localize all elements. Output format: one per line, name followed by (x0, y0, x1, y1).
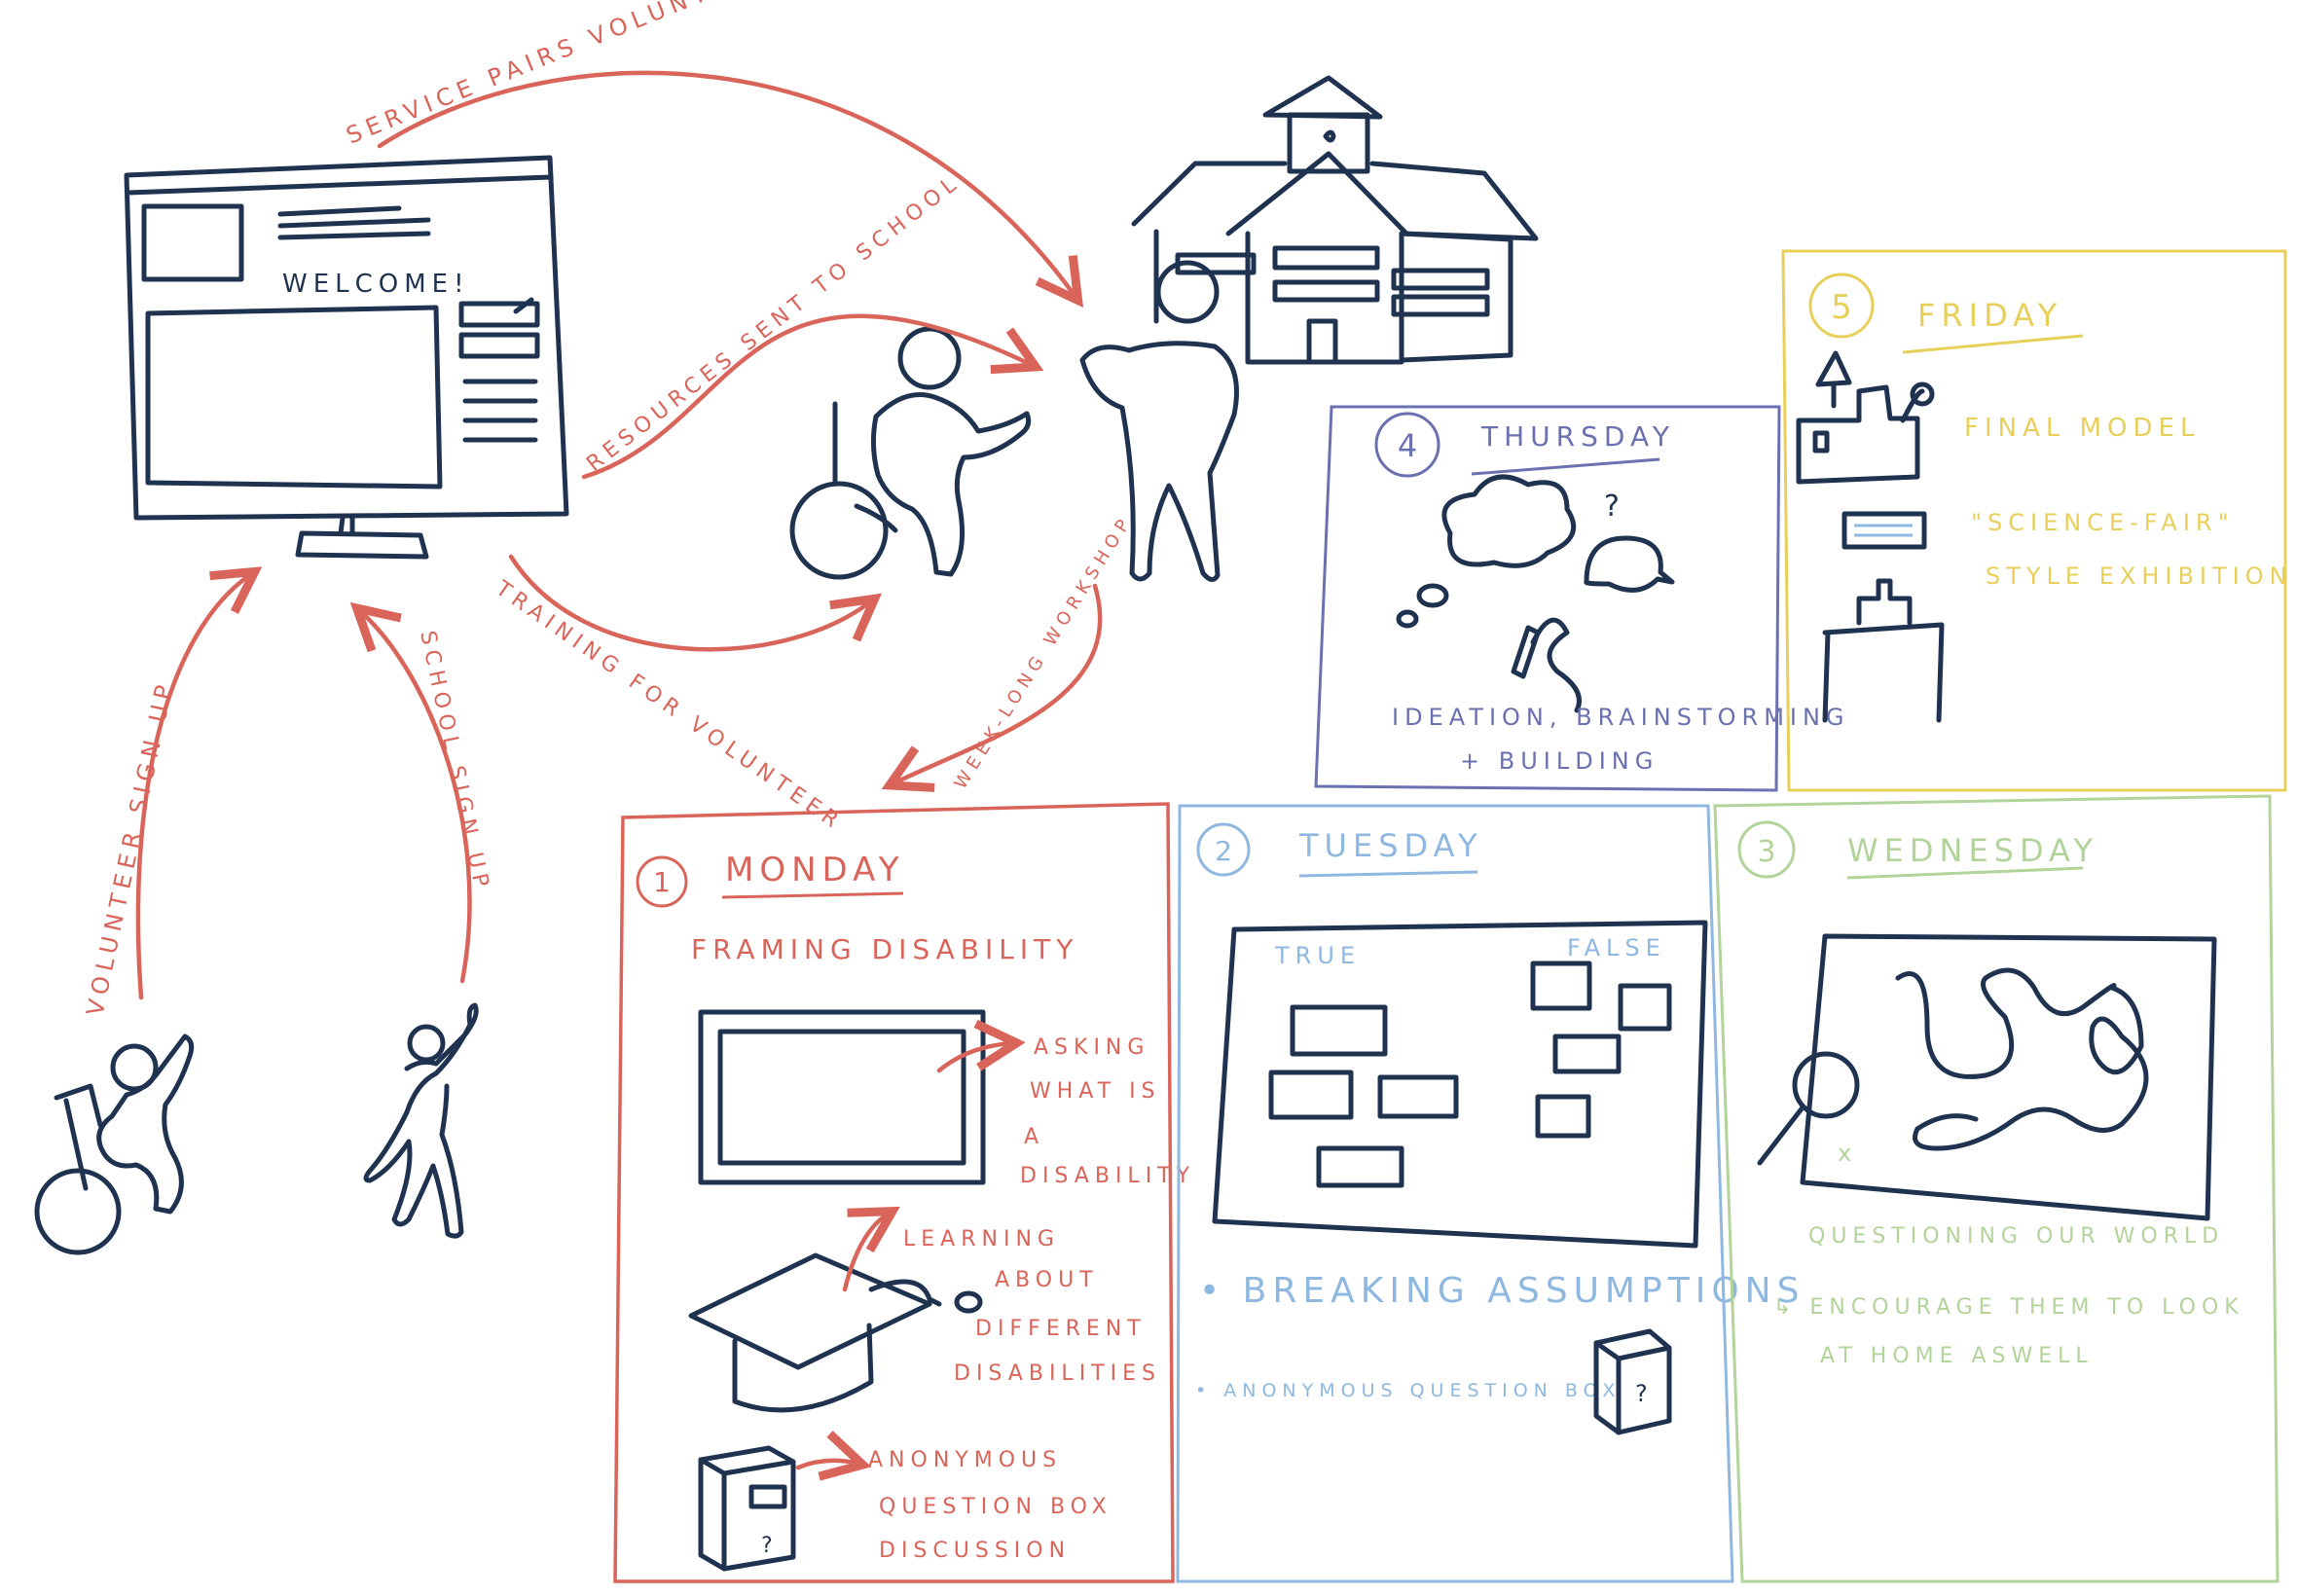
wednesday-line1: QUESTIONING OUR WORLD (1808, 1224, 2224, 1249)
school-person-figure-icon (366, 1005, 476, 1236)
training-label-a: TRAINING FOR VOLUNTEER (491, 576, 848, 836)
board-true-label: TRUE (1274, 942, 1361, 969)
tuesday-bullet1: • BREAKING ASSUMPTIONS (1199, 1271, 1805, 1311)
wednesday-x-mark: x (1838, 1140, 1851, 1167)
volunteer-signup-label: VOLUNTEER SIGN UP (81, 677, 179, 1019)
monday-panel: 1 MONDAY FRAMING DISABILITY ASKING WHAT … (615, 804, 1195, 1581)
board-false-label: FALSE (1567, 934, 1666, 961)
volunteer-wheelchair-figure-icon (37, 1036, 192, 1252)
wednesday-title: WEDNESDAY (1847, 832, 2098, 869)
tuesday-title: TUESDAY (1298, 827, 1483, 864)
wednesday-panel: 3 WEDNESDAY x QUESTIONING OUR WORLD ↳ EN… (1715, 796, 2278, 1581)
wednesday-line2: ↳ ENCOURAGE THEM TO LOOK (1773, 1295, 2244, 1320)
monday-title: MONDAY (725, 851, 905, 889)
thursday-title: THURSDAY (1480, 420, 1675, 453)
friday-line2: "SCIENCE-FAIR" (1971, 509, 2235, 536)
monday-note3: ANONYMOUS QUESTION BOX DISCUSSION (868, 1448, 1125, 1563)
monday-qbox-mark: ? (761, 1534, 773, 1558)
welcome-text: WELCOME! (282, 270, 470, 299)
wednesday-line3: AT HOME ASWELL (1820, 1344, 2094, 1368)
week-long-label: WEEK-LONG WORKSHOP (950, 511, 1137, 792)
wheelchair-user-icon (792, 329, 1029, 577)
monday-subtitle: FRAMING DISABILITY (691, 933, 1078, 965)
monday-num: 1 (653, 866, 671, 898)
wednesday-num: 3 (1757, 835, 1775, 869)
tuesday-panel: 2 TUESDAY TRUE FALSE • BREAKING ASSUMPTI… (1178, 806, 1805, 1581)
tuesday-num: 2 (1215, 835, 1232, 867)
friday-num: 5 (1831, 288, 1852, 327)
monday-note2: LEARNING ABOUT DIFFERENT DISABILITIES (903, 1227, 1161, 1386)
service-pairs-label-a: SERVICE PAIRS VOLUNTEER + SCHOOL TOGETHE… (343, 0, 1121, 150)
friday-line3: STYLE EXHIBITION (1986, 562, 2293, 590)
thursday-num: 4 (1398, 427, 1417, 464)
friday-panel: 5 FRIDAY FINAL MODEL "SCIENCE-FAIR" STYL… (1783, 251, 2293, 790)
friday-title: FRIDAY (1917, 297, 2062, 334)
resources-arrow (584, 316, 1032, 477)
thursday-panel: 4 THURSDAY ? IDEATION, BRAINSTORMING + B… (1316, 407, 1850, 790)
friday-line1: FINAL MODEL (1964, 414, 2200, 443)
resources-label: RESOURCES SENT TO SCHOOL (582, 169, 966, 476)
tuesday-qbox-mark: ? (1635, 1380, 1648, 1407)
service-pairs-arrow (380, 73, 1076, 297)
thursday-line2: + BUILDING (1460, 747, 1659, 775)
website-monitor-icon (127, 158, 566, 557)
school-signup-label: SCHOOL SIGN UP (415, 629, 493, 894)
thursday-question-mark: ? (1604, 490, 1620, 524)
thursday-line1: IDEATION, BRAINSTORMING (1392, 704, 1850, 731)
tuesday-bullet2: • ANONYMOUS QUESTION BOX (1195, 1380, 1621, 1401)
